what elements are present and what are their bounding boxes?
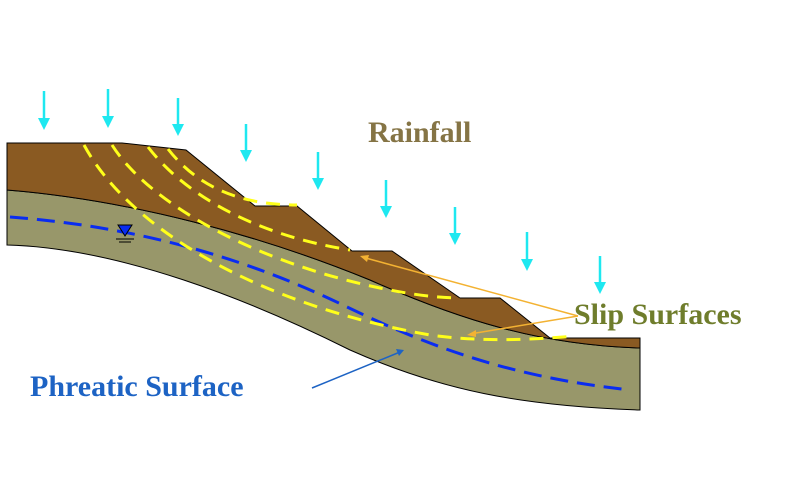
down-arrow-icon [521, 232, 533, 271]
down-arrow-icon [594, 256, 606, 294]
slip-surface-3 [146, 146, 351, 252]
phreatic-surface-line [9, 215, 631, 392]
down-arrow-icon [38, 91, 50, 130]
down-arrow-icon [312, 152, 324, 190]
phreatic-surface-callout [311, 349, 404, 389]
slip-surface-1 [82, 144, 576, 342]
phreatic-surface-label: Phreatic Surface [30, 370, 244, 403]
slip-surfaces-label: Slip Surfaces [574, 298, 742, 331]
down-arrow-icon [240, 124, 252, 162]
slip-surface-callouts [360, 255, 579, 337]
rainfall-label: Rainfall [368, 116, 472, 149]
slip-surface-4 [166, 148, 298, 207]
down-arrow-icon [172, 98, 184, 136]
water-table-icon [116, 224, 134, 243]
down-arrow-icon [449, 207, 461, 245]
down-arrow-icon [102, 89, 114, 128]
rain-arrows [38, 89, 606, 294]
down-arrow-icon [380, 180, 392, 218]
slip-surface-lines [82, 144, 576, 342]
slip-surface-2 [110, 144, 461, 300]
